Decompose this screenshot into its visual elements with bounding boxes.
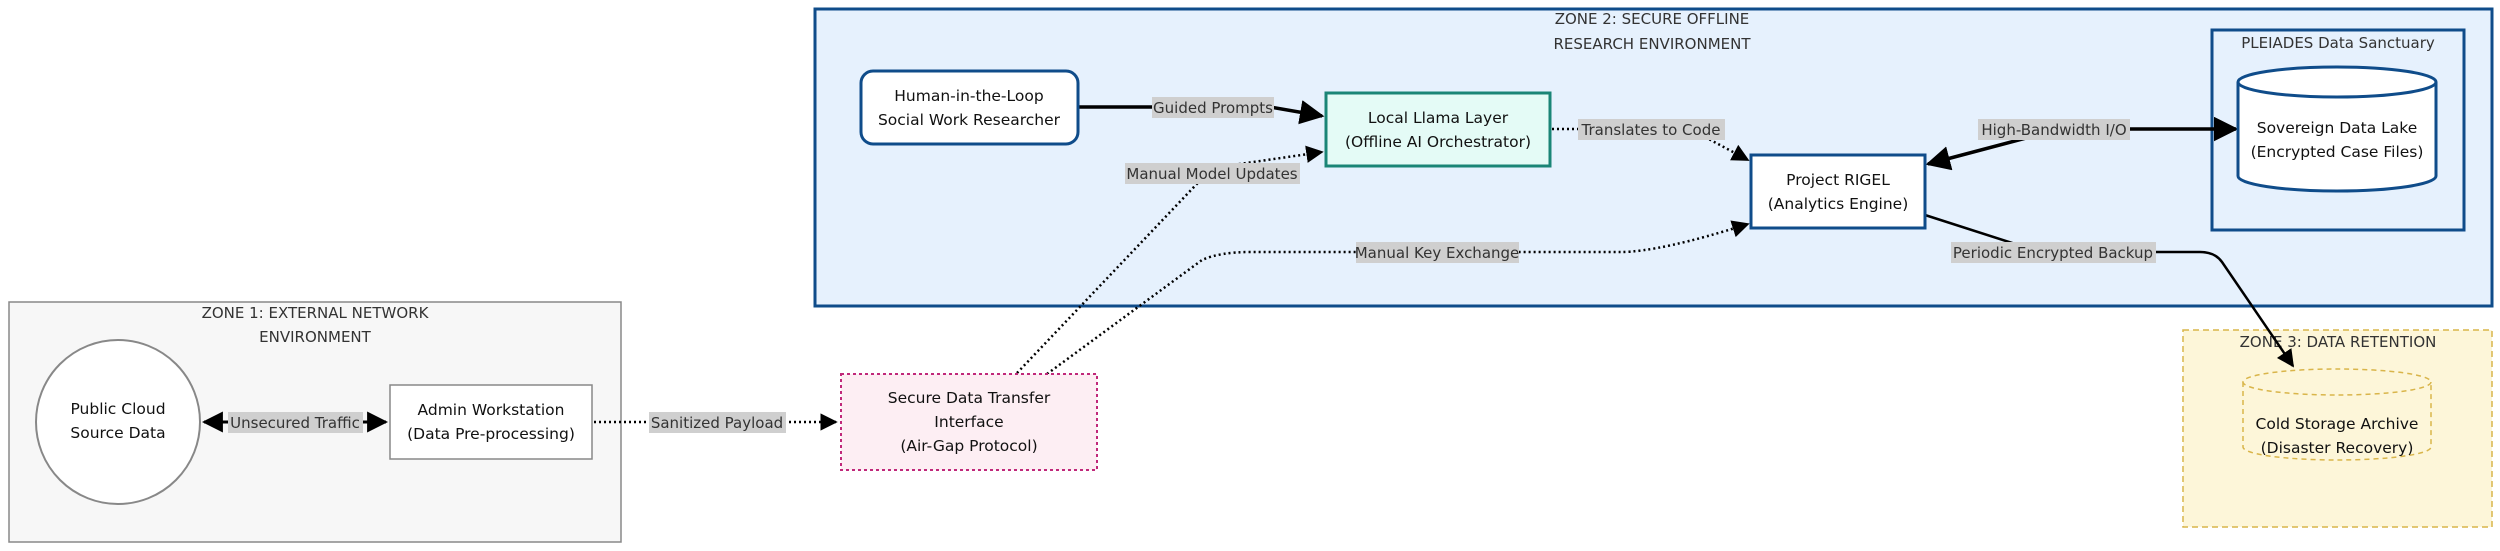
node-llama: Local Llama Layer (Offline AI Orchestrat… [1324, 91, 1552, 168]
node-admin-workstation-line2: (Data Pre-processing) [407, 425, 575, 443]
edge-manual-key-exchange: Manual Key Exchange [1046, 220, 1750, 376]
node-transfer-interface: Secure Data Transfer Interface (Air-Gap … [840, 373, 1098, 471]
node-transfer-interface-line1: Secure Data Transfer [888, 389, 1051, 407]
node-rigel-line2: (Analytics Engine) [1768, 195, 1909, 213]
node-researcher-line2: Social Work Researcher [878, 111, 1061, 129]
node-llama-line2: (Offline AI Orchestrator) [1345, 133, 1531, 151]
zone-retention-title: ZONE 3: DATA RETENTION [2240, 333, 2437, 351]
zone-secure-title-line2: RESEARCH ENVIRONMENT [1554, 35, 1752, 53]
node-transfer-interface-line3: (Air-Gap Protocol) [900, 437, 1037, 455]
edge-high-bandwidth-io: High-Bandwidth I/O [1925, 116, 2239, 171]
edge-label-unsecured-traffic: Unsecured Traffic [230, 414, 360, 432]
edge-label-translates-to-code: Translates to Code [1581, 121, 1721, 139]
node-transfer-interface-line2: Interface [934, 413, 1003, 431]
node-cold-storage: Cold Storage Archive (Disaster Recovery) [2242, 368, 2432, 461]
node-llama-line1: Local Llama Layer [1368, 109, 1509, 127]
node-data-lake: Sovereign Data Lake (Encrypted Case File… [2236, 65, 2438, 193]
node-researcher: Human-in-the-Loop Social Work Researcher [859, 69, 1080, 146]
node-cold-storage-line2: (Disaster Recovery) [2261, 439, 2414, 457]
edge-periodic-backup: Periodic Encrypted Backup [1924, 213, 2295, 368]
edge-unsecured-traffic: Unsecured Traffic [201, 411, 389, 433]
node-researcher-line1: Human-in-the-Loop [894, 87, 1043, 105]
zone-sanctuary-title: PLEIADES Data Sanctuary [2241, 34, 2435, 52]
node-admin-workstation-line1: Admin Workstation [418, 401, 565, 419]
node-public-cloud-line2: Source Data [70, 424, 165, 442]
zone-secure-title-line1: ZONE 2: SECURE OFFLINE [1555, 10, 1750, 28]
node-rigel-line1: Project RIGEL [1786, 171, 1890, 189]
edge-label-manual-key-exchange: Manual Key Exchange [1355, 244, 1520, 262]
edge-translates-to-code: Translates to Code [1552, 119, 1750, 162]
node-admin-workstation: Admin Workstation (Data Pre-processing) [389, 384, 593, 460]
edge-label-guided-prompts: Guided Prompts [1153, 99, 1273, 117]
edge-label-manual-model-updates: Manual Model Updates [1126, 165, 1297, 183]
zone-external-title-line1: ZONE 1: EXTERNAL NETWORK [202, 304, 430, 322]
edge-label-periodic-backup: Periodic Encrypted Backup [1953, 244, 2153, 262]
zone-external-title-line2: ENVIRONMENT [259, 328, 371, 346]
edge-label-high-bandwidth-io: High-Bandwidth I/O [1981, 121, 2126, 139]
node-cold-storage-line1: Cold Storage Archive [2256, 415, 2419, 433]
node-public-cloud-line1: Public Cloud [70, 400, 165, 418]
edge-label-sanitized-payload: Sanitized Payload [651, 414, 783, 432]
node-public-cloud: Public Cloud Source Data [35, 339, 201, 505]
node-data-lake-line1: Sovereign Data Lake [2257, 119, 2418, 137]
edge-sanitized-payload: Sanitized Payload [594, 412, 838, 433]
node-data-lake-line2: (Encrypted Case Files) [2251, 143, 2424, 161]
edge-manual-model-updates: Manual Model Updates [1016, 145, 1324, 374]
node-rigel: Project RIGEL (Analytics Engine) [1749, 153, 1927, 230]
edge-guided-prompts: Guided Prompts [1078, 97, 1325, 125]
